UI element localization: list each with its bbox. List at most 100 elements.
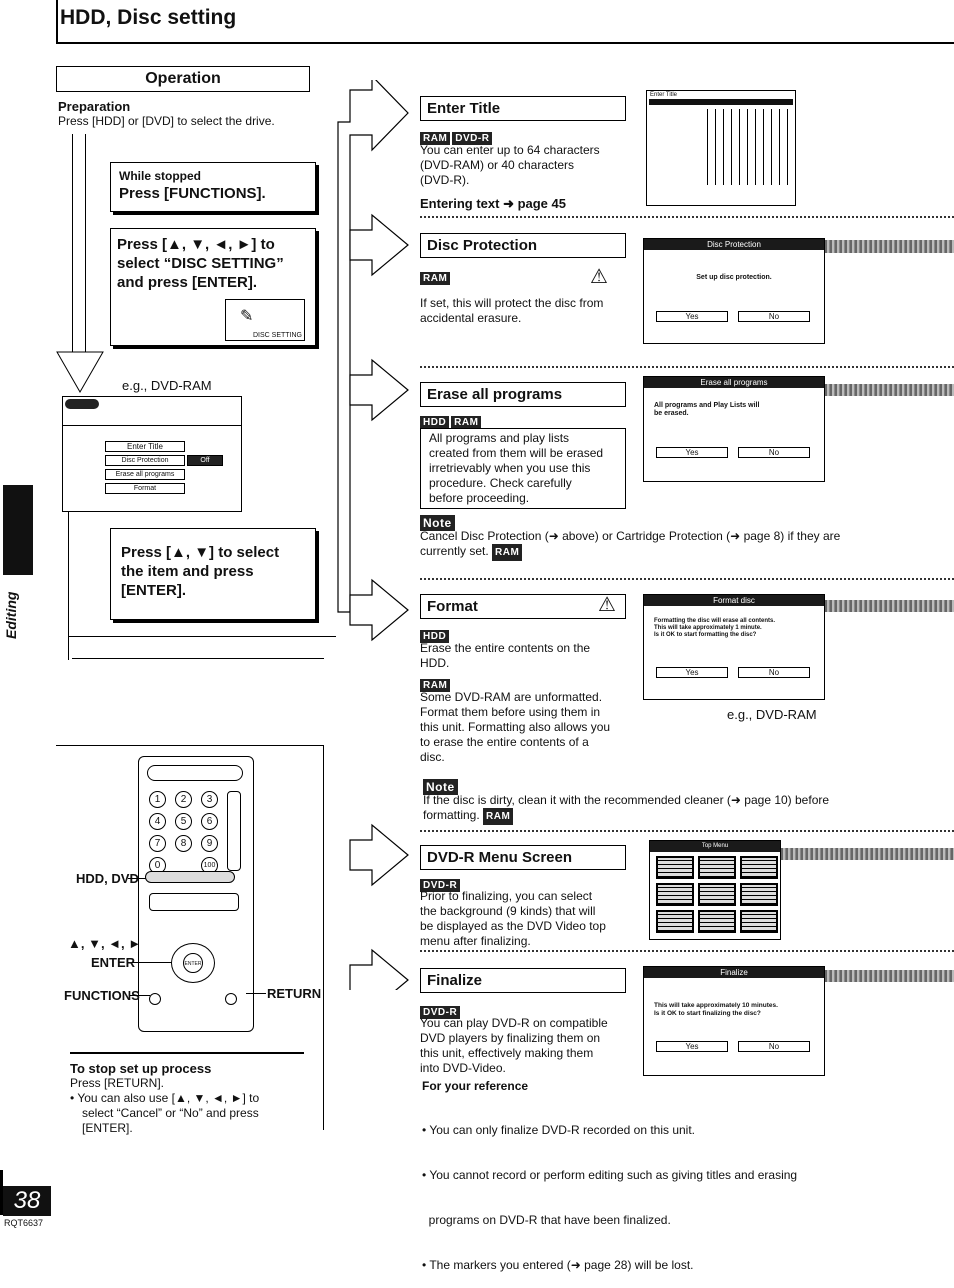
- finalize-line-4: into DVD-Video.: [420, 1061, 506, 1075]
- preparation-text: Press [HDD] or [DVD] to select the drive…: [58, 114, 275, 128]
- format-ram-line3: this unit. Formatting also allows you: [420, 720, 611, 734]
- disc-protection-line1: If set, this will protect the disc from: [420, 296, 604, 310]
- format-ram-line1: Some DVD-RAM are unformatted.: [420, 690, 603, 704]
- step3-box: Press [▲, ▼] to select the item and pres…: [110, 528, 316, 620]
- enter-button[interactable]: ENTER: [183, 953, 203, 973]
- key-3[interactable]: 3: [201, 791, 218, 808]
- label-arrows: ▲, ▼, ◄, ►: [68, 936, 142, 951]
- menu-item-format[interactable]: Format: [105, 483, 185, 494]
- step1-main: Press [FUNCTIONS].: [119, 185, 266, 202]
- background-grid[interactable]: [650, 852, 780, 937]
- key-7[interactable]: 7: [149, 835, 166, 852]
- yes-button[interactable]: Yes: [656, 1041, 728, 1052]
- no-button[interactable]: No: [738, 447, 810, 458]
- format-ram-text: Some DVD-RAM are unformatted. Format the…: [420, 690, 610, 765]
- erase-line-4: procedure. Check carefully: [429, 476, 572, 490]
- note-label: Note: [423, 779, 458, 795]
- enter-title-screen: Enter Title: [646, 90, 796, 206]
- format-screen-title: Format disc: [644, 595, 824, 606]
- key-5[interactable]: 5: [175, 813, 192, 830]
- no-button[interactable]: No: [738, 1041, 810, 1052]
- tag-ram: RAM: [420, 272, 451, 285]
- dvdr-menu-tag-wrap: DVD-R: [420, 875, 462, 893]
- format-ram-line4: to erase the entire contents of a: [420, 735, 589, 749]
- format-note-line2: formatting.: [423, 808, 480, 822]
- erase-all-screen-text2: be erased.: [654, 410, 689, 417]
- step3-line2: the item and press: [121, 563, 254, 580]
- label-functions: FUNCTIONS: [64, 988, 140, 1003]
- finalize-screen-title: Finalize: [644, 967, 824, 978]
- yes-button[interactable]: Yes: [656, 667, 728, 678]
- step2-line2: select “DISC SETTING”: [117, 255, 284, 272]
- format-screen-text2: This will take approximately 1 minute.: [654, 625, 762, 631]
- no-button[interactable]: No: [738, 667, 810, 678]
- remote-control: 1 2 3 4 5 6 7 8 9 0 100 ENTER: [138, 756, 254, 1032]
- yes-button[interactable]: Yes: [656, 311, 728, 322]
- key-4[interactable]: 4: [149, 813, 166, 830]
- erase-all-warning-box: All programs and play lists created from…: [420, 428, 626, 509]
- entering-text-link[interactable]: Entering text ➜ page 45: [420, 196, 566, 211]
- channel-volume-rocker[interactable]: [227, 791, 241, 871]
- stop-text: Press [RETURN]. • You can also use [▲, ▼…: [70, 1076, 259, 1136]
- reference-item-4: • The markers you entered (➜ page 28) wi…: [422, 1258, 694, 1272]
- step3-line1: Press [▲, ▼] to select: [121, 544, 280, 561]
- menu-screenshot: Enter Title Disc Protection Off Erase al…: [62, 396, 242, 512]
- character-grid[interactable]: [707, 109, 793, 185]
- menu-item-enter-title[interactable]: Enter Title: [105, 441, 185, 452]
- format-hdd-text: Erase the entire contents on the HDD.: [420, 641, 590, 671]
- top-buttons[interactable]: [147, 765, 243, 781]
- disc-protection-screen-text: Set up disc protection.: [696, 274, 772, 281]
- dvdr-menu-text: Prior to finalizing, you can select the …: [420, 889, 606, 949]
- tag-dvd-r: DVD-R: [420, 879, 461, 892]
- key-8[interactable]: 8: [175, 835, 192, 852]
- note-label: Note: [420, 515, 455, 531]
- format-screen-text3: Is it OK to start formatting the disc?: [654, 632, 757, 638]
- disc-protection-tag-wrap: RAM: [420, 268, 452, 286]
- stop-title: To stop set up process: [70, 1061, 212, 1076]
- operation-heading: Operation: [56, 66, 310, 92]
- erase-line-2: created from them will be erased: [429, 446, 604, 460]
- enter-title-heading: Enter Title: [420, 96, 626, 121]
- reference-item-2: • You cannot record or perform editing s…: [422, 1168, 798, 1182]
- menu-item-erase-all[interactable]: Erase all programs: [105, 469, 185, 480]
- page-number: 38: [3, 1186, 51, 1216]
- enter-title-screen-title: Enter Title: [650, 92, 678, 98]
- key-2[interactable]: 2: [175, 791, 192, 808]
- format-note-label-wrap: Note: [423, 778, 460, 796]
- stop-line4: [ENTER].: [82, 1121, 133, 1135]
- disc-protection-screen-title: Disc Protection: [644, 239, 824, 250]
- dvdr-line-2: the background (9 kinds) that will: [420, 904, 596, 918]
- stop-line1: Press [RETURN].: [70, 1076, 165, 1090]
- drive-select-buttons[interactable]: [145, 871, 235, 883]
- dvdr-line-1: Prior to finalizing, you can select: [420, 889, 593, 903]
- no-button[interactable]: No: [738, 311, 810, 322]
- enter-title-line1: You can enter up to 64 characters: [420, 143, 600, 157]
- cursor-pad[interactable]: [171, 943, 215, 983]
- finalize-screen-text2: Is it OK to start finalizing the disc?: [654, 1010, 761, 1017]
- finalize-heading: Finalize: [420, 968, 626, 993]
- erase-all-screen: Erase all programs All programs and Play…: [643, 376, 825, 482]
- step2-box: Press [▲, ▼, ◄, ►] to select “DISC SETTI…: [110, 228, 316, 346]
- key-6[interactable]: 6: [201, 813, 218, 830]
- menu-item-disc-protection[interactable]: Disc Protection: [105, 455, 185, 466]
- yes-button[interactable]: Yes: [656, 447, 728, 458]
- return-button[interactable]: [225, 993, 237, 1005]
- side-label: Editing: [3, 591, 19, 639]
- dvdr-line-4: menu after finalizing.: [420, 934, 531, 948]
- tag-ram: RAM: [483, 808, 514, 825]
- dvdr-line-3: be displayed as the DVD Video top: [420, 919, 606, 933]
- tag-hdd: HDD: [420, 630, 450, 643]
- functions-button[interactable]: [149, 993, 161, 1005]
- key-9[interactable]: 9: [201, 835, 218, 852]
- eg-dvd-ram: e.g., DVD-RAM: [122, 378, 212, 393]
- step3-text: Press [▲, ▼] to select the item and pres…: [111, 529, 315, 600]
- format-ram-line2: Format them before using them in: [420, 705, 601, 719]
- finalize-line-3: this unit, effectively making them: [420, 1046, 594, 1060]
- finalize-tag-wrap: DVD-R: [420, 1002, 462, 1020]
- key-1[interactable]: 1: [149, 791, 166, 808]
- format-eg: e.g., DVD-RAM: [727, 707, 817, 722]
- transport-buttons[interactable]: [149, 893, 239, 911]
- step2-line3: and press [ENTER].: [117, 274, 258, 291]
